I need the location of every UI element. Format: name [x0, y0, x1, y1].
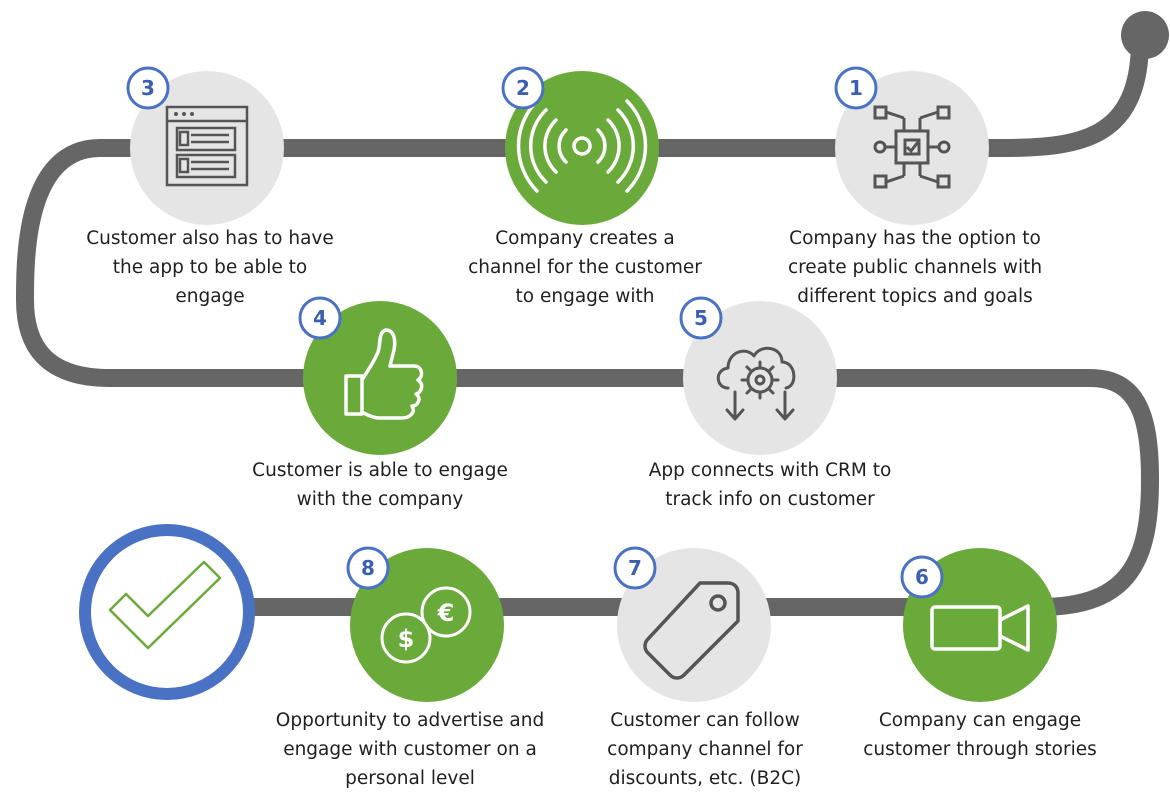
cloud-gear-icon	[716, 346, 796, 421]
step-7-line-3: discounts, etc. (B2C)	[608, 768, 802, 789]
step-7-line-1: Customer can follow	[610, 710, 800, 731]
step-2: 2	[501, 66, 659, 225]
step-5: 5	[679, 296, 837, 455]
step-1: 1	[834, 66, 989, 225]
step-5-circle	[683, 301, 837, 455]
step-4: 4	[298, 296, 457, 455]
step-6-caption: Company can engage customer through stor…	[840, 706, 1120, 764]
step-3-circle	[130, 71, 284, 225]
step-7-line-2: company channel for	[607, 739, 803, 760]
step-3-number: 3	[141, 76, 155, 100]
step-8-number: 8	[361, 556, 375, 580]
step-1-badge	[834, 66, 878, 110]
step-5-caption: App connects with CRM to track info on c…	[625, 456, 915, 514]
step-2-number: 2	[516, 76, 530, 100]
step-2-caption: Company creates a channel for the custom…	[460, 224, 710, 311]
step-5-number: 5	[694, 306, 708, 330]
journey-path	[16, 31, 1159, 616]
processor-chip-icon	[873, 105, 951, 189]
step-1-line-1: Company has the option to	[789, 228, 1041, 249]
step-2-line-3: to engage with	[515, 286, 655, 307]
step-3-line-3: engage	[175, 286, 245, 307]
step-8-line-1: Opportunity to advertise and	[275, 710, 545, 731]
step-3-line-2: the app to be able to	[112, 257, 308, 278]
step-1-line-2: create public channels with	[787, 257, 1043, 278]
step-3-line-1: Customer also has to have	[86, 228, 334, 249]
step-6-badge	[900, 555, 944, 599]
dollar-symbol: $	[398, 625, 415, 653]
price-tag-icon	[643, 581, 740, 680]
step-1-number: 1	[849, 76, 863, 100]
broadcast-signal-icon	[516, 99, 648, 193]
step-6-line-1: Company can engage	[878, 710, 1082, 731]
step-2-line-2: channel for the customer	[468, 257, 702, 278]
checkmark-icon	[108, 560, 222, 650]
step-4-number: 4	[313, 306, 327, 330]
step-8-line-2: engage with customer on a	[283, 739, 537, 760]
end-circle	[79, 524, 255, 700]
step-7-number: 7	[628, 556, 642, 580]
euro-symbol: €	[437, 599, 455, 627]
video-camera-icon	[930, 604, 1030, 652]
app-window-icon	[165, 105, 249, 187]
step-5-badge	[679, 296, 723, 340]
step-7-caption: Customer can follow company channel for …	[580, 706, 830, 793]
thumbs-up-icon	[344, 328, 424, 420]
step-4-line-1: Customer is able to engage	[252, 460, 508, 481]
end-marker	[79, 524, 255, 700]
step-5-line-2: track info on customer	[665, 489, 875, 510]
step-8-line-3: personal level	[345, 768, 475, 789]
step-8-caption: Opportunity to advertise and engage with…	[260, 706, 560, 793]
step-2-line-1: Company creates a	[495, 228, 675, 249]
step-3: 3	[126, 66, 284, 225]
step-5-line-1: App connects with CRM to	[648, 460, 892, 481]
step-1-caption: Company has the option to create public …	[770, 224, 1060, 311]
step-4-badge	[298, 296, 342, 340]
step-7: 7	[613, 546, 771, 702]
step-8: € $ 8	[346, 546, 504, 702]
currency-coins-icon: € $	[380, 586, 472, 664]
step-1-line-3: different topics and goals	[797, 286, 1033, 307]
step-2-circle	[505, 71, 659, 225]
step-3-badge	[126, 66, 170, 110]
step-6-circle	[903, 548, 1057, 702]
step-2-badge	[501, 66, 545, 110]
step-7-circle	[617, 548, 771, 702]
step-8-badge	[346, 546, 390, 590]
step-6: 6	[900, 548, 1057, 702]
step-6-number: 6	[915, 565, 929, 589]
window-dots	[174, 112, 194, 116]
step-4-circle	[303, 301, 457, 455]
step-7-badge	[613, 546, 657, 590]
path-start-knob	[1121, 11, 1169, 59]
step-3-caption: Customer also has to have the app to be …	[75, 224, 345, 311]
step-4-line-2: with the company	[296, 489, 464, 510]
step-6-line-2: customer through stories	[863, 739, 1097, 760]
step-4-caption: Customer is able to engage with the comp…	[240, 456, 520, 514]
